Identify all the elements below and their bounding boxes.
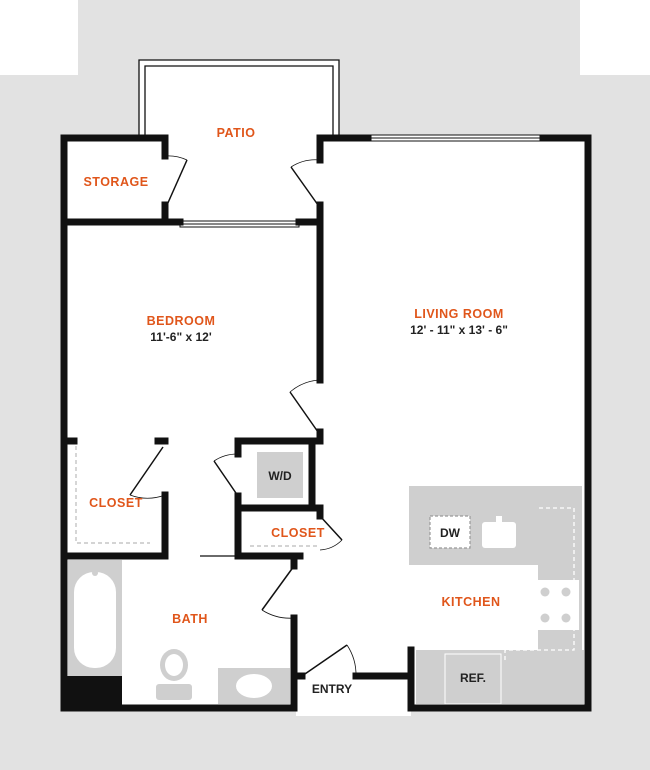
counter-edge-line: [504, 507, 575, 662]
door-storage: [164, 155, 188, 206]
door-wd: [213, 453, 239, 497]
room-label-kitchen: KITCHEN: [441, 595, 500, 609]
room-label-living-room: LIVING ROOM: [414, 307, 504, 321]
room-label-bedroom: BEDROOM: [147, 314, 216, 328]
door-bedroom-closet: [129, 446, 166, 499]
bath-vanity: [218, 668, 290, 704]
room-label-patio: PATIO: [217, 126, 256, 140]
washer-dryer-unit: [257, 452, 303, 498]
closet-shelf-lines: [75, 446, 318, 547]
toilet-icon: [156, 649, 192, 700]
window-bedroom: [179, 220, 300, 228]
refrigerator: [444, 653, 502, 705]
dishwasher: [429, 515, 471, 549]
washer-dryer-label: W/D: [268, 469, 292, 483]
door-patio: [290, 159, 321, 206]
bathtub: [68, 560, 122, 678]
door-hall-closet: [319, 515, 343, 551]
window-living: [367, 134, 544, 142]
room-label-closet-hall: CLOSET: [271, 526, 325, 540]
door-entry: [301, 644, 357, 677]
door-bedroom: [289, 379, 321, 433]
walls: [60, 134, 592, 712]
room-label-bath: BATH: [172, 612, 208, 626]
kitchen-sink-icon: [482, 516, 516, 548]
living-room-dimensions: 12' - 11" x 13' - 6": [410, 323, 508, 337]
interior-floor: [64, 60, 588, 716]
door-bath: [261, 565, 295, 619]
refrigerator-label: REF.: [460, 671, 486, 685]
room-label-storage: STORAGE: [83, 175, 148, 189]
dishwasher-label: DW: [440, 526, 461, 540]
bath-utility-block: [64, 676, 122, 708]
entry-label: ENTRY: [312, 682, 352, 696]
room-label-closet-bedroom: CLOSET: [89, 496, 143, 510]
bedroom-dimensions: 11'-6" x 12': [150, 330, 212, 344]
cooktop-icon: [533, 580, 579, 630]
patio-railing: [138, 59, 340, 138]
